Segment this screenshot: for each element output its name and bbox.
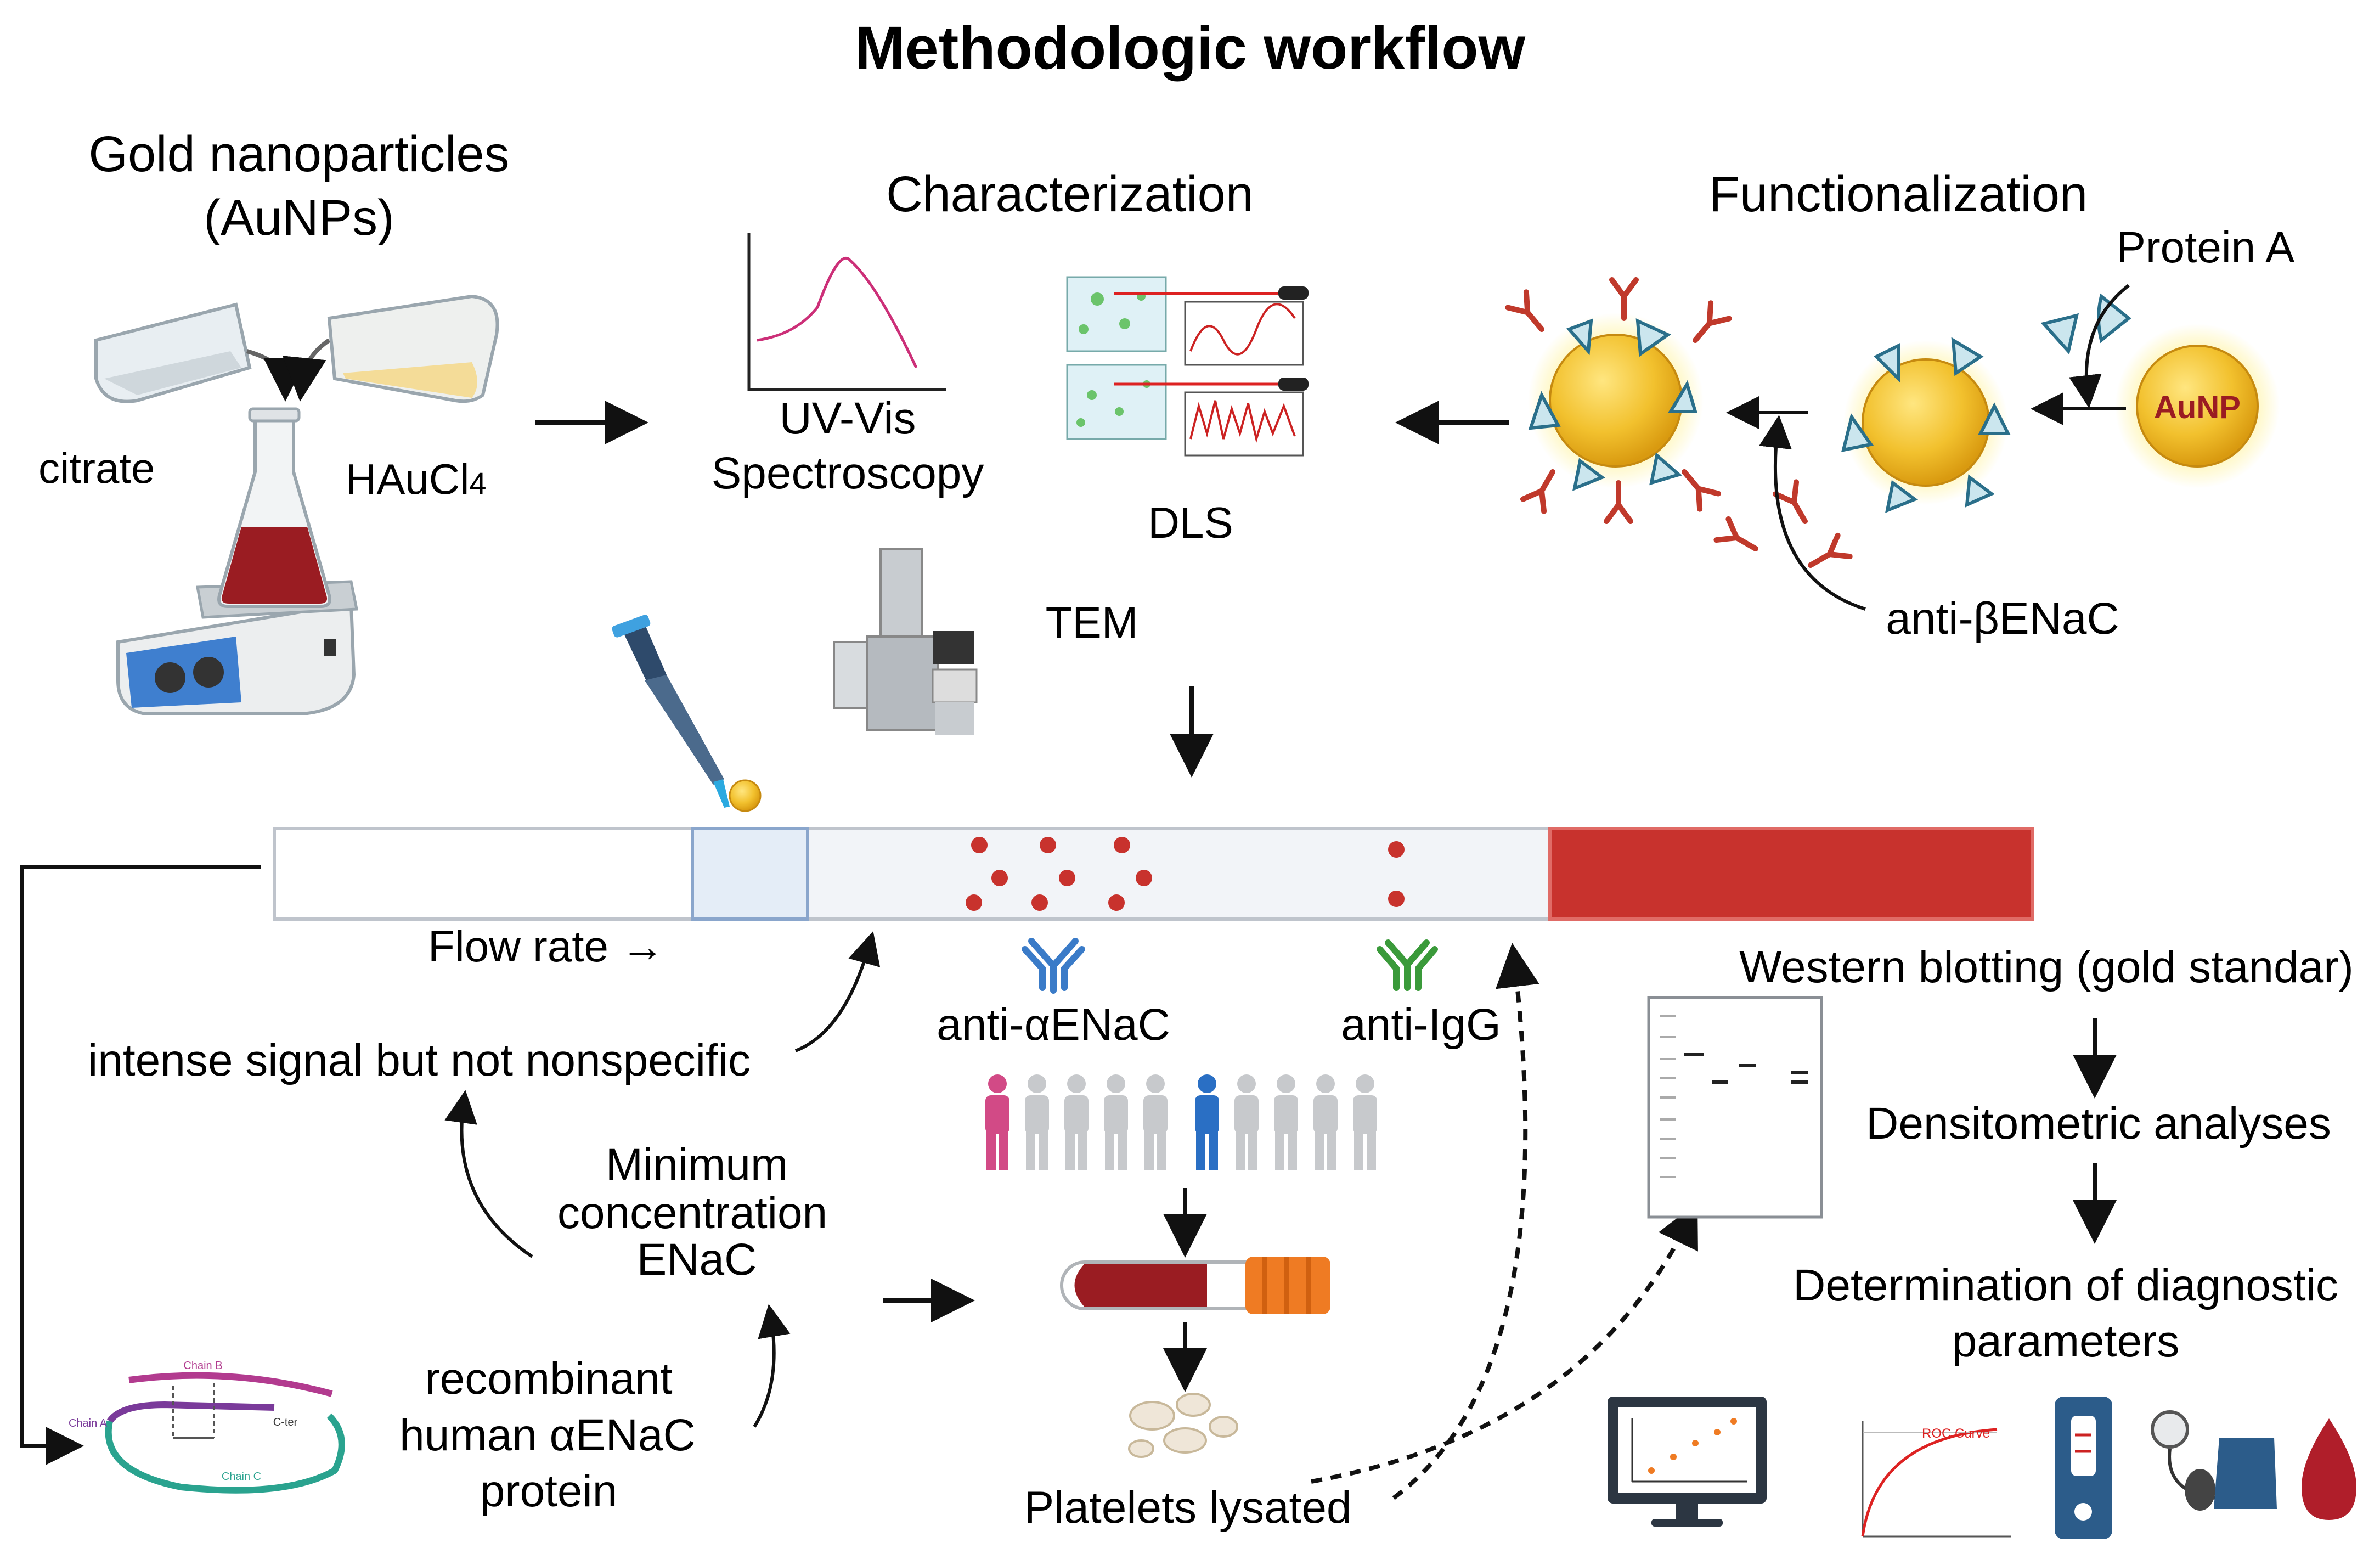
anti-igg-label: anti-IgG bbox=[1341, 1000, 1501, 1050]
western-blot-membrane-icon bbox=[1647, 996, 1823, 1219]
arrow-recombinant-to-min bbox=[753, 1304, 791, 1428]
page-title: Methodologic workflow bbox=[855, 14, 1526, 82]
c-ter-label: C-ter bbox=[273, 1416, 298, 1428]
rapid-test-cassette-icon bbox=[2055, 1397, 2112, 1539]
anti-igg-antibody-icon bbox=[1377, 939, 1438, 991]
haucl4-label: HAuCl4 bbox=[346, 455, 487, 503]
loop-line-left bbox=[20, 865, 261, 1465]
population-icons bbox=[985, 1074, 1377, 1170]
chain-b-label: Chain B bbox=[183, 1360, 222, 1372]
protein-a-label: Protein A bbox=[2117, 223, 2295, 272]
arrow-protein-a-curve bbox=[2069, 284, 2130, 408]
pipette-icon bbox=[612, 615, 730, 808]
characterization-title: Characterization bbox=[886, 166, 1254, 222]
flow-rate-label: Flow rate → bbox=[428, 922, 664, 971]
recombinant-line2: human αENaC bbox=[399, 1410, 696, 1460]
tem-label: TEM bbox=[1046, 598, 1138, 647]
blood-pressure-icon bbox=[2151, 1410, 2277, 1511]
dls-label: DLS bbox=[1148, 498, 1233, 547]
anti-alpha-label: anti-αENaC bbox=[937, 1000, 1170, 1050]
control-line-dots bbox=[1388, 841, 1405, 907]
gold-title-line1: Gold nanoparticles bbox=[88, 126, 509, 182]
flask-left-icon bbox=[94, 302, 252, 403]
uvvis-label-line2: Spectroscopy bbox=[712, 448, 984, 498]
min-conc-line3: ENaC bbox=[637, 1235, 757, 1285]
uvvis-spectrum-chart bbox=[747, 233, 946, 391]
lateral-flow-strip bbox=[273, 827, 2034, 921]
western-blot-label: Western blotting (gold standar) bbox=[1739, 942, 2354, 992]
recombinant-line3: protein bbox=[480, 1466, 618, 1516]
test-line-dots bbox=[966, 837, 1152, 911]
erlenmeyer-flask-icon bbox=[217, 407, 331, 608]
recombinant-protein-structure-icon: Chain B Chain A Chain C C-ter bbox=[69, 1360, 345, 1494]
blood-drop-icon bbox=[2302, 1418, 2356, 1520]
chain-c-label: Chain C bbox=[222, 1471, 261, 1483]
platelets-label: Platelets lysated bbox=[1024, 1483, 1351, 1533]
uvvis-label-line1: UV-Vis bbox=[779, 393, 916, 443]
arrow-anti-beta-curve bbox=[1759, 415, 1866, 611]
min-conc-line1: Minimum bbox=[606, 1140, 788, 1190]
platelets-icon bbox=[1128, 1393, 1238, 1458]
aunp-label: AuNP bbox=[2154, 390, 2241, 425]
functionalization-title: Functionalization bbox=[1709, 166, 2088, 222]
diagnostic-line2: parameters bbox=[1952, 1316, 2180, 1366]
diagnostic-line1: Determination of diagnostic bbox=[1793, 1260, 2338, 1310]
roc-curve-icon: ROC Curve bbox=[1861, 1421, 2011, 1538]
tem-microscope-icon bbox=[833, 548, 978, 735]
blood-tube-icon bbox=[1060, 1257, 1330, 1314]
anti-beta-label: anti-βENaC bbox=[1886, 594, 2119, 644]
densitometric-label: Densitometric analyses bbox=[1866, 1099, 2331, 1148]
chain-a-label: Chain A bbox=[69, 1417, 108, 1429]
intense-signal-label: intense signal but not nonspecific bbox=[88, 1035, 751, 1085]
computer-monitor-icon bbox=[1608, 1397, 1767, 1527]
dls-diagram-icon bbox=[1066, 276, 1309, 457]
anti-alpha-antibody-icon bbox=[1022, 938, 1085, 994]
dotted-arrow-to-strip bbox=[1392, 943, 1539, 1500]
functionalized-aunp-icon bbox=[1508, 280, 1729, 521]
gold-title-line2: (AuNPs) bbox=[204, 190, 394, 246]
aunp-protein-a-icon bbox=[1841, 337, 2011, 513]
pour-arrows-icon bbox=[246, 338, 331, 402]
roc-curve-label: ROC Curve bbox=[1922, 1426, 1990, 1441]
arrow-signal-to-strip bbox=[794, 931, 881, 1052]
aunp-particle-icon: AuNP bbox=[2115, 324, 2280, 488]
flask-right-icon bbox=[327, 294, 499, 403]
recombinant-line1: recombinant bbox=[425, 1354, 672, 1404]
small-aunp-icon bbox=[729, 779, 762, 812]
min-conc-line2: concentration bbox=[557, 1188, 827, 1238]
citrate-label: citrate bbox=[38, 444, 155, 492]
protein-a-shapes-icon bbox=[2040, 293, 2131, 355]
arrow-min-conc-to-signal bbox=[444, 1090, 533, 1258]
